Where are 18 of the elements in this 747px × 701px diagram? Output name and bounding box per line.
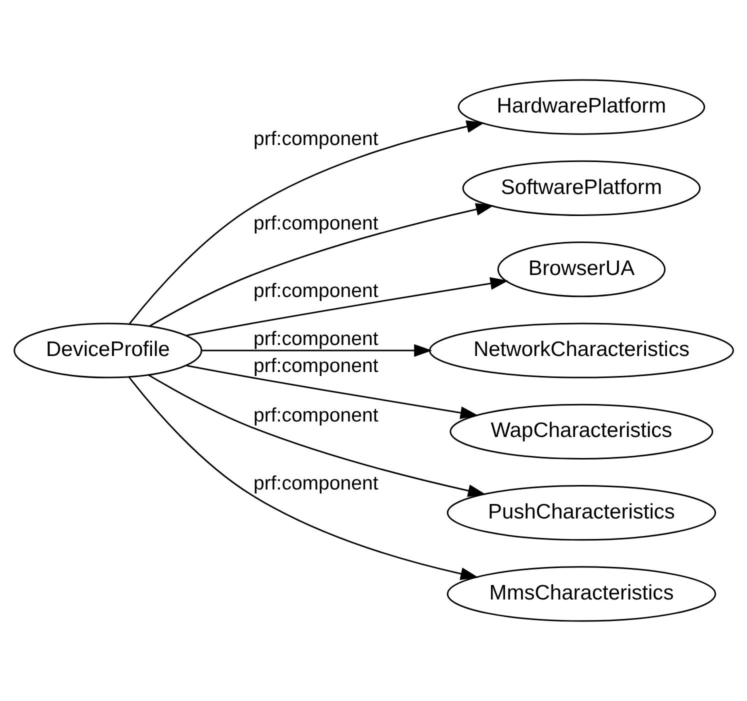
edge-label: prf:component (253, 328, 378, 350)
arrow (186, 277, 508, 336)
edge-label: prf:component (253, 355, 378, 378)
edge-label: prf:component (253, 472, 378, 494)
node-ellipse: NetworkCharacteristics (428, 322, 734, 378)
arrow (148, 374, 486, 497)
edge-label: prf:component (253, 212, 378, 234)
arrow (186, 364, 478, 419)
node-ellipse: WapCharacteristics (450, 404, 714, 460)
edge-label: prf:component (253, 280, 378, 302)
arrow (149, 203, 494, 327)
edge-label: prf:component (253, 128, 378, 150)
arrow (128, 376, 479, 580)
edge-label: prf:component (253, 404, 378, 427)
node-ellipse: BrowserUA (497, 242, 666, 298)
arrow (202, 344, 432, 357)
arrow (129, 120, 485, 324)
node-ellipse: DeviceProfile (14, 322, 202, 378)
